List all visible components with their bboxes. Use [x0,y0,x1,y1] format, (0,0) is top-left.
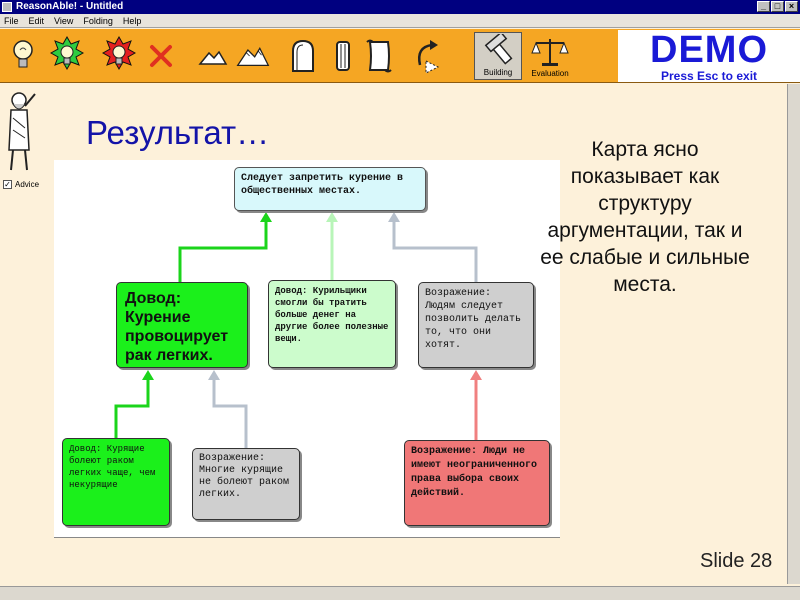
tombstone-icon[interactable] [286,35,320,77]
green-bulb-icon[interactable] [50,35,84,77]
app-icon [2,2,12,12]
slide-commentary: Карта ясно показывает как структуру аргу… [540,136,750,298]
slide-number: Slide 28 [700,550,772,573]
advice-checkbox[interactable]: ✓ [3,180,12,189]
menu-bar: File Edit View Folding Help [0,14,800,28]
menu-view[interactable]: View [54,14,73,27]
window-title: ReasonAble! - Untitled [16,1,123,12]
scales-icon [530,35,570,69]
reason-node-money[interactable]: Довод: Курильщики смогли бы тратить боль… [268,280,396,368]
small-mountain-icon[interactable] [196,35,230,77]
objection-node-limited-rights[interactable]: Возражение: Люди не имеют неограниченног… [404,440,550,526]
hammer-icon [480,34,516,68]
menu-folding[interactable]: Folding [83,14,113,27]
objection-node-freedom[interactable]: Возражение: Людям следует позволить дела… [418,282,534,368]
reason-node-statistics[interactable]: Довод: Курящие болеют раком легких чаще,… [62,438,170,526]
menu-help[interactable]: Help [123,14,142,27]
evaluation-mode-button[interactable]: Evaluation [526,32,574,80]
evaluation-label: Evaluation [531,69,568,78]
delete-icon[interactable] [144,35,178,77]
title-bar: ReasonAble! - Untitled _ □ × [0,0,800,14]
sidebar: ✓ Advice [0,84,46,600]
rotate-arrow-icon[interactable] [412,35,446,77]
demo-title: DEMO [618,30,800,70]
reason-node-cancer[interactable]: Довод: Курение провоцирует рак легких. [116,282,248,368]
large-mountain-icon[interactable] [236,35,270,77]
toolbar: Building Evaluation DEMO Press Esc to ex… [0,29,800,83]
building-mode-button[interactable]: Building [474,32,522,80]
philosopher-icon[interactable] [3,88,43,178]
menu-file[interactable]: File [4,14,19,27]
red-bulb-icon[interactable] [102,35,136,77]
objection-node-not-all-sick[interactable]: Возражение: Многие курящие не болеют рак… [192,448,300,520]
bulb-icon[interactable] [6,35,40,77]
pillar-icon[interactable] [326,35,360,77]
building-label: Building [484,68,512,77]
vertical-scrollbar[interactable] [787,84,800,584]
minimize-button[interactable]: _ [757,1,770,12]
advice-toggle[interactable]: ✓ Advice [3,180,39,189]
argument-map-canvas[interactable]: Следует запретить курение в общественных… [54,160,560,538]
claim-node[interactable]: Следует запретить курение в общественных… [234,167,426,211]
demo-exit-hint: Press Esc to exit [618,70,800,82]
slide-title: Результат… [86,114,269,152]
demo-banner: DEMO Press Esc to exit [618,30,800,82]
menu-edit[interactable]: Edit [29,14,45,27]
close-button[interactable]: × [785,1,798,12]
advice-label: Advice [15,180,39,189]
maximize-button[interactable]: □ [771,1,784,12]
scroll-icon[interactable] [362,35,396,77]
horizontal-scrollbar[interactable] [0,586,800,600]
